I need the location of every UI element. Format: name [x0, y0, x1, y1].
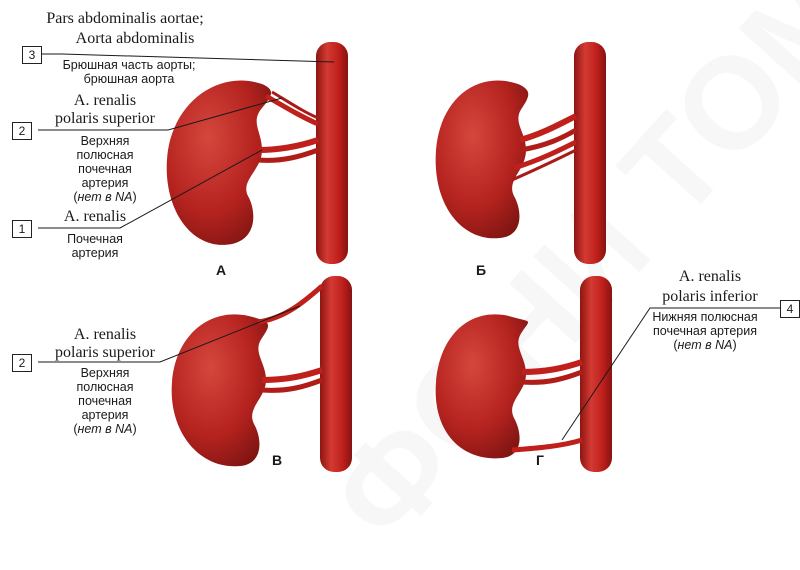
panel-label-d: Г: [536, 452, 544, 468]
superior-c-latin-1: A. renalis: [40, 326, 170, 343]
panel-c-drawing: [172, 276, 352, 472]
panel-d-drawing: [436, 276, 612, 472]
superior-a-latin-2: polaris superior: [30, 110, 180, 127]
inferior-russian-1: Нижняя полюсная: [630, 310, 780, 324]
superior-a-russian-4: артерия: [40, 176, 170, 190]
inferior-latin-1: A. renalis: [640, 268, 780, 285]
aorta-latin-name-2: Aorta abdominalis: [40, 30, 230, 47]
aorta-russian-name-1: Брюшная часть аорты;: [44, 58, 214, 72]
superior-c-russian-4: артерия: [40, 408, 170, 422]
superior-a-russian-5: (нет в NA): [40, 190, 170, 204]
kidney-artery-figure: ФОНИ ТОМ: [0, 0, 800, 478]
superior-c-latin-2: polaris superior: [30, 344, 180, 361]
superior-c-russian-3: почечная: [40, 394, 170, 408]
label-number-2-a: 2: [12, 122, 32, 140]
superior-c-russian-2: полюсная: [40, 380, 170, 394]
kidney-c: [172, 314, 268, 466]
label-number-1: 1: [12, 220, 32, 238]
aorta-d: [580, 276, 612, 472]
inferior-polar-artery-d: [512, 440, 582, 450]
label-number-2-c: 2: [12, 354, 32, 372]
superior-a-latin-1: A. renalis: [40, 92, 170, 109]
superior-c-russian-1: Верхняя: [40, 366, 170, 380]
superior-polar-artery-c: [258, 286, 322, 322]
renal-russian-2: артерия: [40, 246, 150, 260]
aorta-russian-name-2: брюшная аорта: [44, 72, 214, 86]
inferior-russian-2: почечная артерия: [630, 324, 780, 338]
aorta-latin-name-1: Pars abdominalis aortae;: [20, 10, 230, 27]
renal-russian-1: Почечная: [40, 232, 150, 246]
inferior-russian-3: (нет в NA): [630, 338, 780, 352]
superior-a-russian-2: полюсная: [40, 148, 170, 162]
panel-label-b: Б: [476, 262, 486, 278]
panel-label-c: В: [272, 452, 282, 468]
superior-c-russian-5: (нет в NA): [40, 422, 170, 436]
superior-a-russian-3: почечная: [40, 162, 170, 176]
aorta-a: [316, 42, 348, 264]
kidney-d: [436, 314, 528, 458]
panel-b-drawing: [436, 42, 606, 264]
inferior-latin-2: polaris inferior: [630, 288, 790, 305]
superior-a-russian-1: Верхняя: [40, 134, 170, 148]
aorta-b: [574, 42, 606, 264]
panel-label-a: А: [216, 262, 226, 278]
aorta-c: [320, 276, 352, 472]
label-number-3: 3: [22, 46, 42, 64]
kidney-b: [436, 81, 529, 239]
renal-latin: A. renalis: [40, 208, 150, 225]
